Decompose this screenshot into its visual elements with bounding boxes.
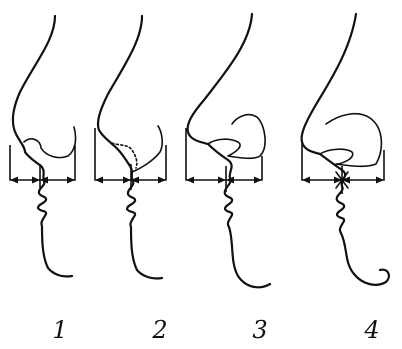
- nostril-curve-1: [24, 127, 76, 158]
- arrowhead-left-4: [302, 177, 310, 184]
- nostril-curve-4: [320, 114, 381, 167]
- profile-figure-3: [186, 14, 270, 287]
- figure-label-1: 1: [52, 316, 67, 344]
- arrowhead-right-1: [67, 177, 75, 184]
- figure-label-2: 2: [151, 316, 167, 344]
- profile-outline-3: [188, 14, 270, 287]
- profile-figure-2: [95, 16, 166, 279]
- profile-outline-1: [13, 16, 72, 277]
- arrowhead-left-1: [10, 177, 18, 184]
- arrowhead-mid-left-1: [32, 177, 40, 184]
- figure-label-3: 3: [252, 316, 267, 344]
- profile-figure-4: [302, 14, 389, 285]
- arrowhead-right-3: [254, 177, 262, 184]
- profile-figure-1: [10, 16, 76, 277]
- figure-label-4: 4: [363, 316, 379, 344]
- arrowhead-right-2: [158, 177, 166, 184]
- arrowhead-right-4: [376, 177, 384, 184]
- arrowhead-left-2: [95, 177, 103, 184]
- arrowhead-mid-left-2: [123, 177, 131, 184]
- measure-bracket-3: [186, 128, 262, 180]
- arrowhead-left-3: [186, 177, 194, 184]
- arrowhead-mid-left-3: [218, 177, 226, 184]
- measure-bracket-4: [302, 140, 384, 180]
